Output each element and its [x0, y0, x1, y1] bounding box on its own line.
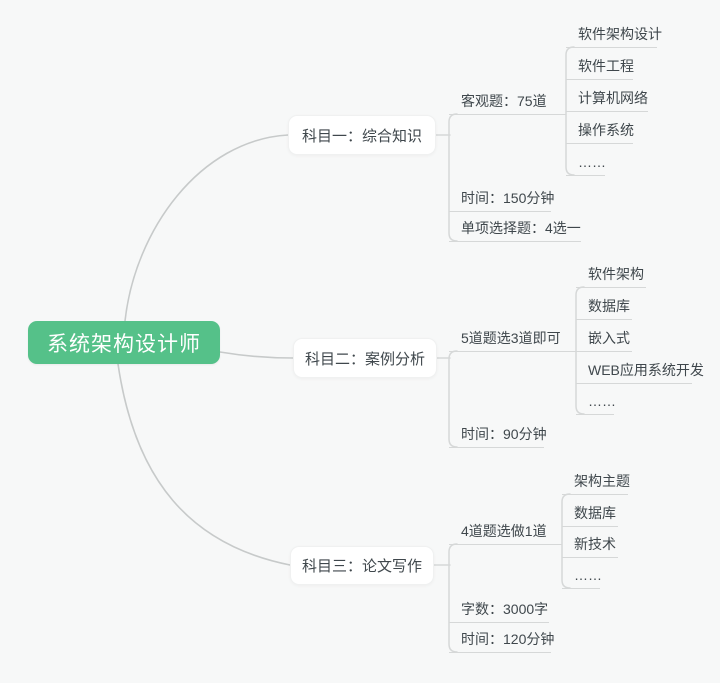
leaf-label: 时间：120分钟	[461, 631, 555, 647]
leaf-label: ……	[574, 567, 602, 583]
node-operating-system[interactable]: 操作系统	[566, 118, 634, 144]
node-objective-questions[interactable]: 客观题：75道	[449, 89, 566, 115]
leaf-label: 架构主题	[574, 473, 630, 489]
leaf-label: 新技术	[574, 536, 616, 552]
node-architecture-theme[interactable]: 架构主题	[562, 469, 630, 495]
node-choose-3-of-5[interactable]: 5道题选3道即可	[449, 326, 576, 352]
node-ellipsis-1[interactable]: ……	[566, 150, 606, 176]
root-node-label: 系统架构设计师	[47, 332, 201, 356]
node-time-90min[interactable]: 时间：90分钟	[449, 422, 547, 448]
node-ellipsis-2[interactable]: ……	[576, 389, 616, 415]
leaf-label: 软件架构设计	[578, 26, 662, 42]
node-subject-1-label: 科目一：综合知识	[301, 127, 422, 145]
node-software-architecture-design[interactable]: 软件架构设计	[566, 22, 662, 48]
leaf-label: 客观题：75道	[461, 93, 547, 109]
leaf-label: 软件架构	[588, 266, 644, 282]
leaf-label: 数据库	[588, 298, 630, 314]
node-software-architecture[interactable]: 软件架构	[576, 262, 646, 288]
leaf-label: WEB应用系统开发	[588, 362, 704, 378]
node-database-essay[interactable]: 数据库	[562, 501, 618, 527]
curve-root-to-subject2	[219, 351, 294, 359]
node-word-count-3000[interactable]: 字数：3000字	[449, 597, 549, 623]
node-new-technology[interactable]: 新技术	[562, 532, 618, 558]
node-subject-2[interactable]: 科目二：案例分析	[293, 338, 437, 378]
node-subject-3-label: 科目三：论文写作	[301, 558, 422, 575]
leaf-label: 数据库	[574, 505, 616, 521]
leaf-label: 单项选择题：4选一	[461, 220, 581, 236]
leaf-label: 时间：150分钟	[461, 190, 555, 206]
node-subject-3[interactable]: 科目三：论文写作	[290, 546, 434, 585]
node-ellipsis-3[interactable]: ……	[562, 563, 602, 589]
leaf-label: 4道题选做1道	[461, 523, 547, 539]
curve-root-to-subject3	[117, 363, 291, 566]
curve-root-to-subject1	[124, 134, 289, 322]
node-choose-1-of-4[interactable]: 4道题选做1道	[449, 519, 562, 545]
leaf-label: 软件工程	[578, 58, 634, 74]
node-embedded[interactable]: 嵌入式	[576, 326, 632, 352]
leaf-label: ……	[588, 393, 616, 409]
leaf-label: 计算机网络	[578, 90, 648, 106]
node-subject-2-label: 科目二：案例分析	[304, 350, 425, 368]
leaf-label: 时间：90分钟	[461, 426, 547, 442]
leaf-label: ……	[578, 154, 606, 170]
node-subject-1[interactable]: 科目一：综合知识	[288, 115, 436, 155]
leaf-label: 操作系统	[578, 122, 634, 138]
node-single-choice[interactable]: 单项选择题：4选一	[449, 216, 581, 242]
root-node[interactable]: 系统架构设计师	[28, 321, 220, 364]
node-database-case[interactable]: 数据库	[576, 294, 632, 320]
leaf-label: 字数：3000字	[461, 601, 549, 617]
node-software-engineering[interactable]: 软件工程	[566, 54, 634, 80]
node-time-120min[interactable]: 时间：120分钟	[449, 627, 555, 653]
leaf-label: 嵌入式	[588, 330, 630, 346]
leaf-label: 5道题选3道即可	[461, 330, 561, 346]
node-web-app-development[interactable]: WEB应用系统开发	[576, 358, 704, 384]
node-time-150min[interactable]: 时间：150分钟	[449, 186, 555, 212]
node-computer-network[interactable]: 计算机网络	[566, 86, 648, 112]
